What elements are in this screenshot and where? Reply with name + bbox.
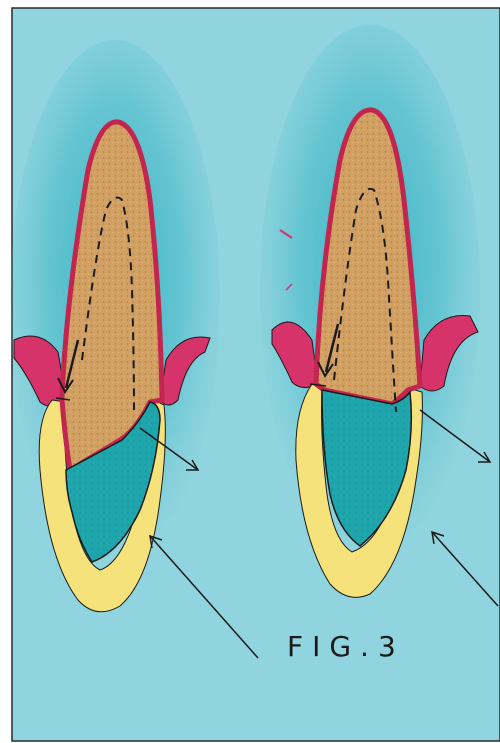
figure-label: FIG.3 (287, 630, 405, 663)
